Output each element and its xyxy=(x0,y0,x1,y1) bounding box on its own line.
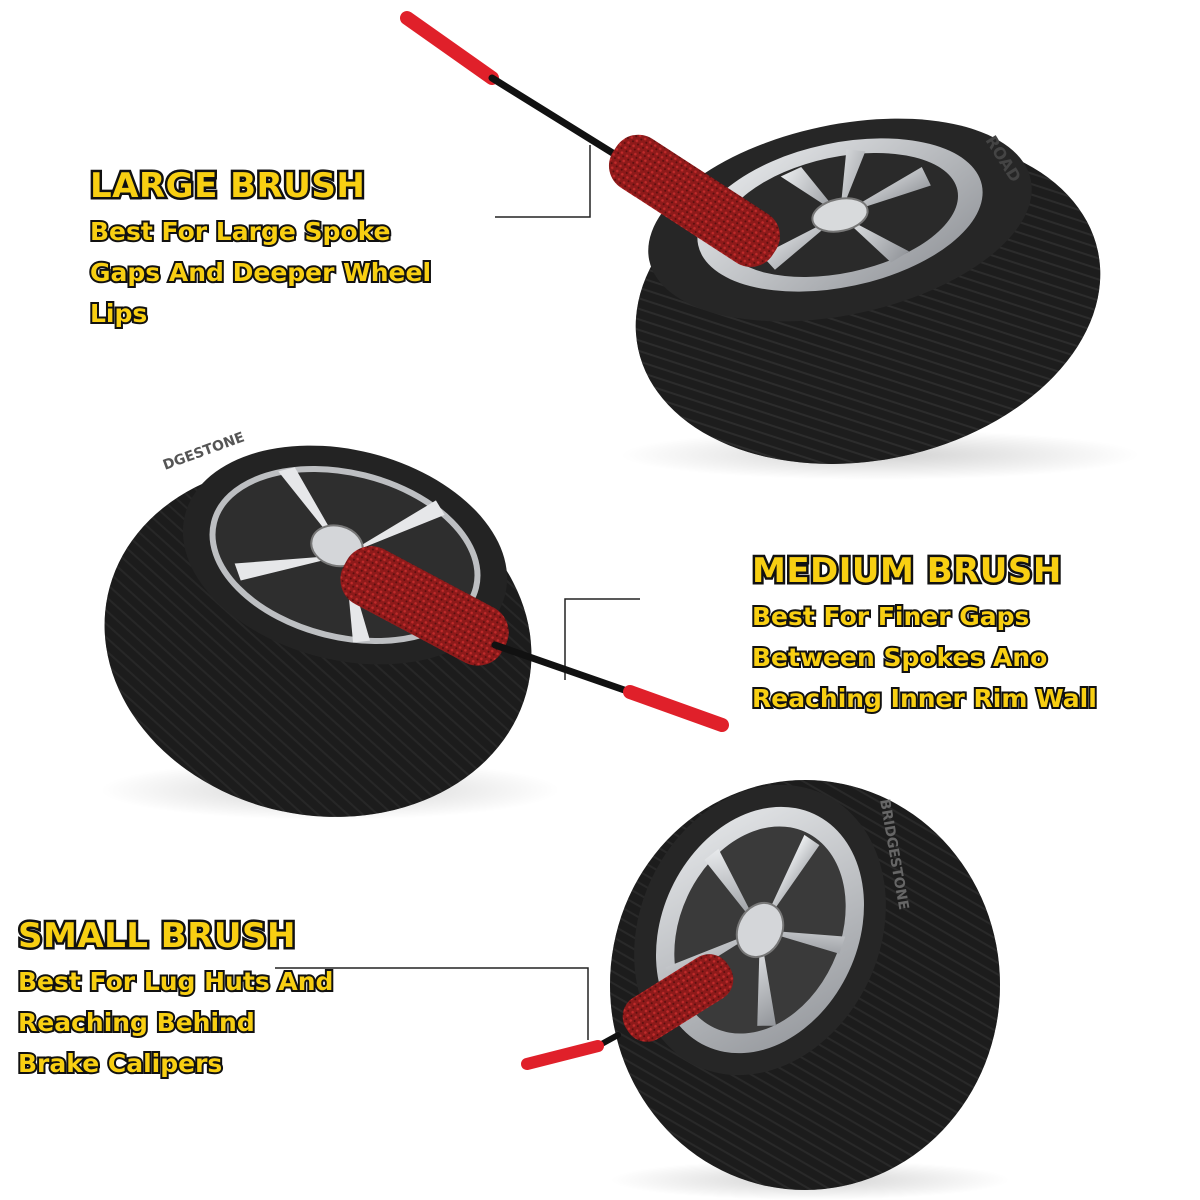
small-brush-desc-line-3: Brake Calipers xyxy=(16,1047,224,1080)
small-brush-heading: SMALL BRUSH xyxy=(15,915,297,958)
large-brush-desc-line-3: Lips xyxy=(88,297,149,330)
large-brush-callout: LARGE BRUSH Best For Large Spoke Gaps An… xyxy=(87,165,433,334)
tire-small-illustration: BRIDGESTONE xyxy=(610,780,1010,1200)
medium-brush-heading: MEDIUM BRUSH xyxy=(750,550,1064,593)
leader-line-large xyxy=(495,145,591,218)
leader-line-medium xyxy=(564,598,640,680)
tire-large-illustration: ROAD xyxy=(620,118,1140,480)
brush-large-illustration xyxy=(400,11,780,267)
leader-line-small xyxy=(275,967,589,1040)
medium-brush-desc-line-2: Between Spokes Ano xyxy=(750,641,1049,674)
medium-brush-callout: MEDIUM BRUSH Best For Finer Gaps Between… xyxy=(750,550,1099,719)
small-brush-callout: SMALL BRUSH Best For Lug Huts And Reachi… xyxy=(15,915,335,1084)
rim-spokes xyxy=(761,149,931,270)
brush-small-illustration xyxy=(521,954,734,1070)
large-brush-desc-line-1: Best For Large Spoke xyxy=(88,215,393,248)
brush-medium-illustration xyxy=(340,546,729,732)
medium-brush-desc-line-1: Best For Finer Gaps xyxy=(750,600,1031,633)
tire-medium-illustration: DGESTONE xyxy=(100,429,560,820)
large-brush-heading: LARGE BRUSH xyxy=(87,165,367,208)
small-brush-desc-line-1: Best For Lug Huts And xyxy=(16,965,335,998)
small-brush-desc-line-2: Reaching Behind xyxy=(16,1006,257,1039)
medium-brush-desc-line-3: Reaching Inner Rim Wall xyxy=(750,682,1099,715)
large-brush-desc-line-2: Gaps And Deeper Wheel xyxy=(88,256,433,289)
